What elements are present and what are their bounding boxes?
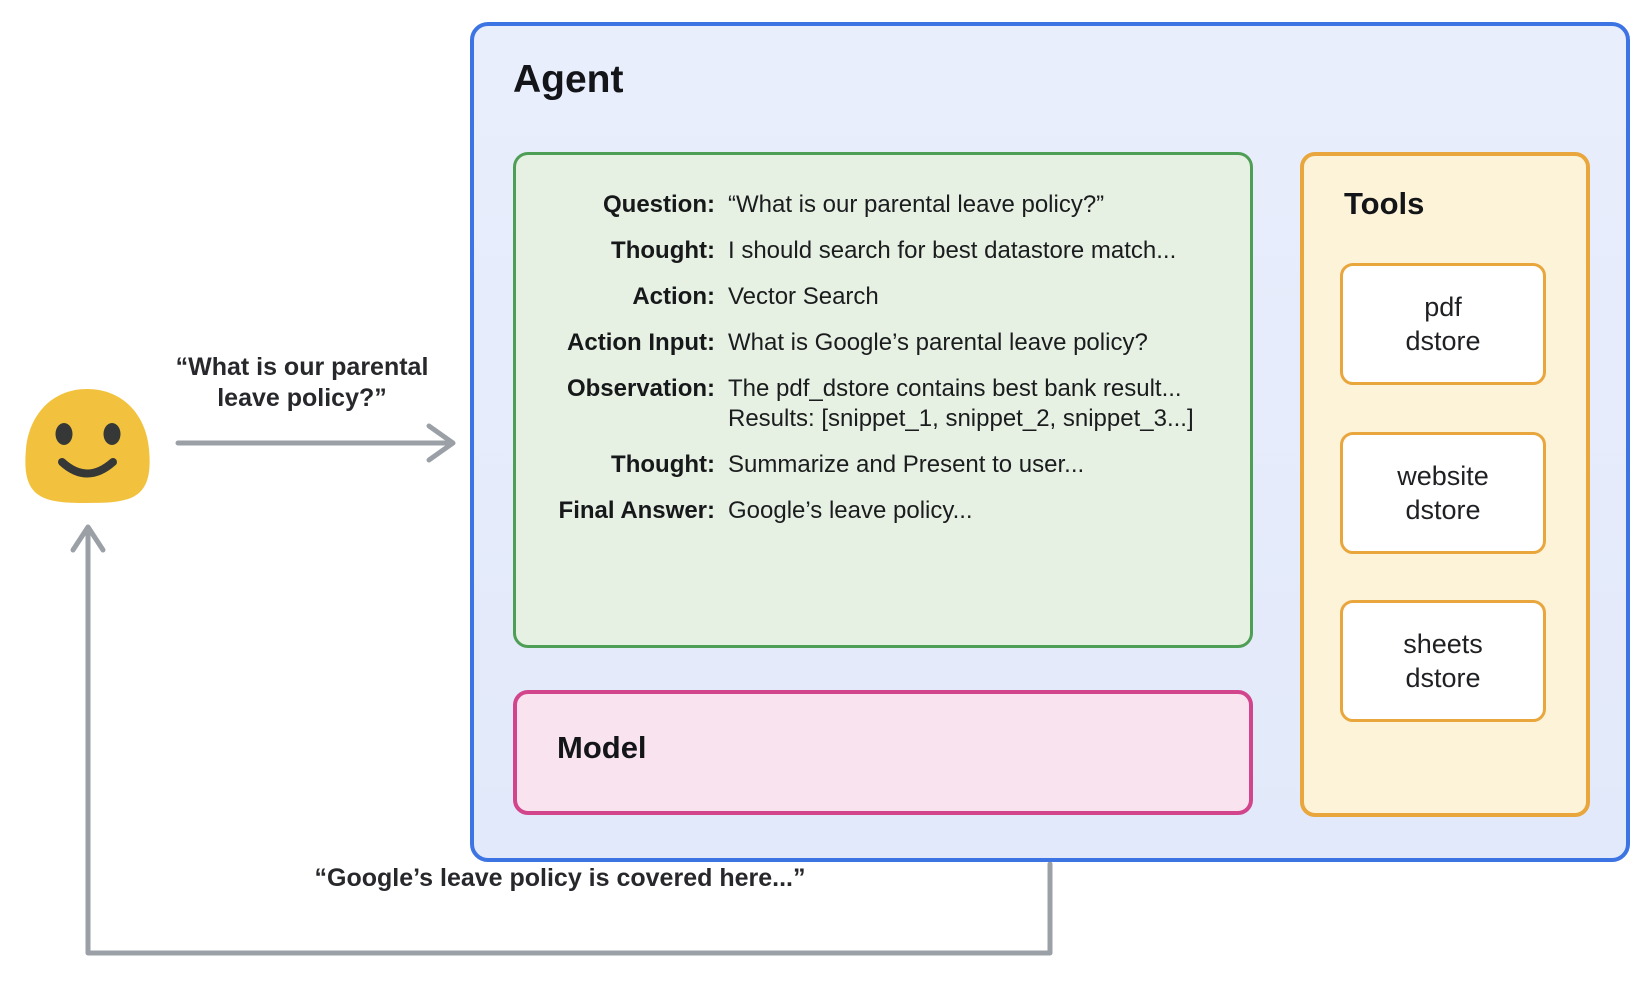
observation-line2: Results: [snippet_1, snippet_2, snippet_… [728, 405, 1194, 432]
row-label: Observation: [566, 375, 715, 402]
model-title: Model [557, 730, 647, 765]
tool-label-line1: pdf [1424, 292, 1462, 322]
tool-website-dstore: website dstore [1340, 432, 1546, 554]
scratchpad-box [513, 152, 1253, 648]
observation-line1: The pdf_dstore contains best bank result… [728, 375, 1182, 402]
tools-title: Tools [1344, 186, 1425, 221]
scratchpad-row-thought-2: Thought: Summarize and Present to user..… [513, 450, 1253, 480]
scratchpad-row-question: Question: “What is our parental leave po… [513, 190, 1253, 220]
request-label-line2: leave policy?” [217, 384, 387, 412]
scratchpad-rows: Question: “What is our parental leave po… [513, 190, 1253, 542]
row-label: Thought: [611, 451, 715, 478]
row-label: Final Answer: [558, 497, 715, 524]
row-value: Vector Search [728, 283, 879, 310]
scratchpad-row-action: Action: Vector Search [513, 282, 1253, 312]
response-label: “Google’s leave policy is covered here..… [314, 864, 806, 892]
scratchpad-row-observation: Observation: The pdf_dstore contains bes… [513, 374, 1253, 434]
request-label: “What is our parental leave policy?” [168, 352, 436, 414]
row-value: The pdf_dstore contains best bank result… [715, 374, 1253, 434]
scratchpad-row-thought-1: Thought: I should search for best datast… [513, 236, 1253, 266]
request-arrow [175, 423, 456, 463]
row-value: Google’s leave policy... [728, 497, 973, 524]
user-avatar [12, 385, 163, 505]
agent-title: Agent [513, 58, 624, 101]
tool-label-line1: website [1397, 461, 1489, 491]
tool-label-line2: dstore [1405, 326, 1481, 356]
row-label: Action: [632, 283, 715, 310]
tool-pdf-dstore: pdf dstore [1340, 263, 1546, 385]
tool-label-line2: dstore [1405, 495, 1481, 525]
scratchpad-row-action-input: Action Input: What is Google’s parental … [513, 328, 1253, 358]
row-label: Question: [603, 191, 715, 218]
row-value: “What is our parental leave policy?” [728, 191, 1105, 218]
row-value: Summarize and Present to user... [728, 451, 1085, 478]
model-box [513, 690, 1253, 815]
row-label: Thought: [611, 237, 715, 264]
smiling-blob-emoji-icon [25, 389, 150, 503]
tool-label-line1: sheets [1403, 629, 1483, 659]
request-label-line1: “What is our parental [175, 353, 429, 381]
tool-sheets-dstore: sheets dstore [1340, 600, 1546, 722]
row-value: I should search for best datastore match… [728, 237, 1177, 264]
tool-label-line2: dstore [1405, 663, 1481, 693]
scratchpad-row-final-answer: Final Answer: Google’s leave policy... [513, 496, 1253, 526]
row-label: Action Input: [567, 329, 715, 356]
row-value: What is Google’s parental leave policy? [728, 329, 1148, 356]
